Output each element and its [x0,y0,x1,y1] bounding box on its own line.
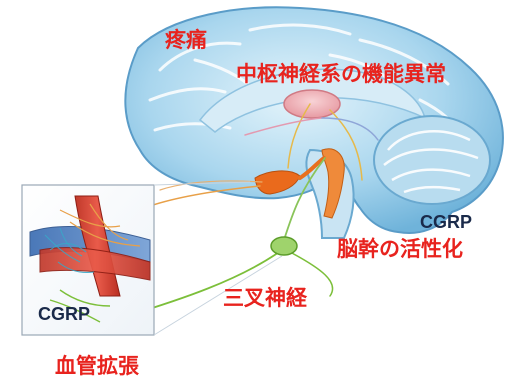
trigeminal-nerve-label: 三叉神経 [223,288,307,309]
cgrp-vessel-label: CGRP [38,305,90,323]
ganglion-green [271,237,297,255]
brainstem-activation-label: 脳幹の活性化 [337,239,463,260]
pain-label: 疼痛 [165,30,207,51]
cerebellum [374,116,490,204]
cgrp-brain-label: CGRP [420,213,472,231]
cns-dysfunction-label: 中枢神経系の機能異常 [236,64,446,85]
thalamus [284,90,340,118]
vasodilation-label: 血管拡張 [55,356,139,377]
inset-connectors [154,182,282,335]
